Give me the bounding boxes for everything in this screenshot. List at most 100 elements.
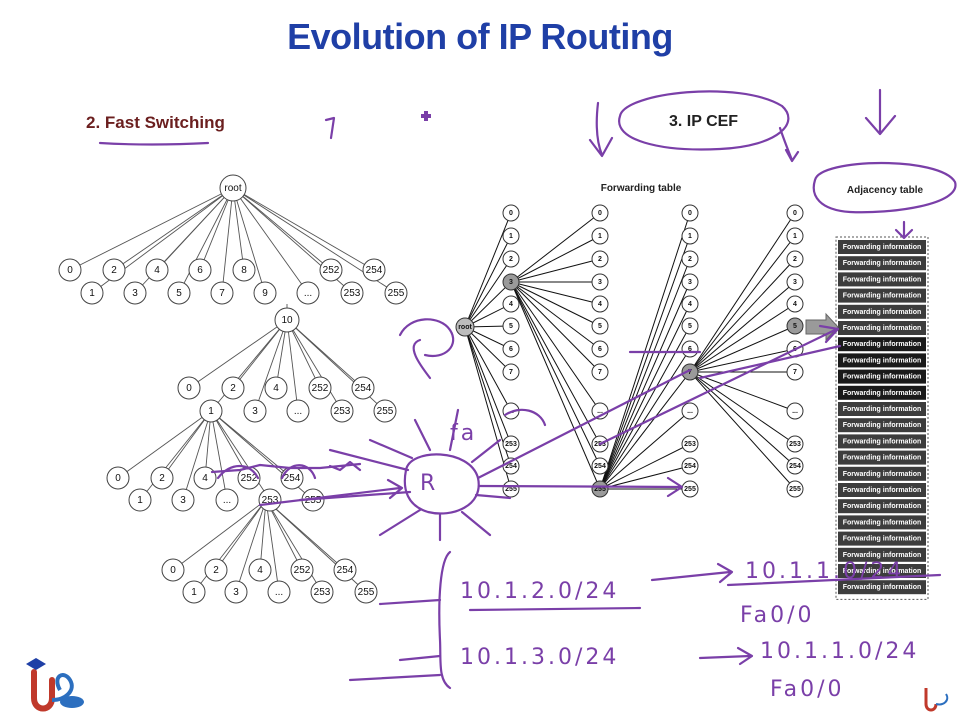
tree-node-l4-0: 0 — [161, 558, 185, 582]
handwritten-annotations: Rfa10.1.2.0/2410.1.1.0/24Fa0/010.1.3.0/2… — [26, 88, 957, 712]
tree-node-l4-252: 252 — [290, 558, 314, 582]
svg-text:2: 2 — [213, 565, 219, 576]
svg-text:Forwarding information: Forwarding information — [843, 244, 922, 251]
arrow-router-to-col3 — [476, 368, 692, 480]
tree-edge — [210, 410, 228, 501]
tree-edge — [599, 371, 691, 490]
svg-text:1: 1 — [793, 233, 797, 240]
ink-left-strokes — [348, 598, 442, 682]
tree-node-l3-0: 0 — [106, 466, 130, 490]
adjacency-row: Forwarding information — [838, 337, 926, 352]
tree-edge — [510, 258, 601, 283]
svg-text:7: 7 — [688, 369, 692, 376]
tree-node-l4-254: 254 — [333, 558, 357, 582]
svg-text:Forwarding information: Forwarding information — [843, 260, 922, 267]
svg-text:253: 253 — [334, 406, 351, 417]
plus-mark — [421, 111, 431, 121]
tree-edge — [689, 212, 796, 373]
mtrie-node-c2-255: 255 — [591, 480, 609, 498]
svg-text:Forwarding information: Forwarding information — [843, 487, 922, 494]
svg-text:255: 255 — [388, 288, 405, 299]
mtrie-node-c3-4: 4 — [681, 295, 699, 313]
tree-node-l4-1: 1 — [182, 580, 206, 604]
tree-edge — [510, 281, 601, 490]
tree-edge — [232, 187, 266, 294]
svg-text:254: 254 — [684, 463, 696, 470]
adjacency-row: Forwarding information — [838, 385, 926, 400]
svg-text:252: 252 — [241, 473, 258, 484]
tree-edge — [510, 281, 601, 412]
tree-edge — [286, 319, 321, 389]
adjacency-row: Forwarding information — [838, 450, 926, 465]
handwritten-nexthop-2: 10.1.1.0/24 — [760, 639, 919, 664]
tree-edge — [689, 348, 796, 373]
tree-edge — [464, 326, 512, 373]
svg-text:5: 5 — [509, 323, 513, 330]
mtrie-node-c4-253: 253 — [786, 435, 804, 453]
svg-text:...: ... — [792, 408, 798, 415]
tree-edge — [265, 499, 280, 593]
svg-text:254: 254 — [594, 463, 606, 470]
adjacency-row: Forwarding information — [838, 369, 926, 384]
svg-text:Forwarding information: Forwarding information — [843, 325, 922, 332]
svg-text:1: 1 — [688, 233, 692, 240]
adjacency-row: Forwarding information — [838, 240, 926, 254]
tree-edge — [464, 326, 512, 445]
mtrie-node-c2-5: 5 — [591, 317, 609, 335]
mtrie-node-c3-0: 0 — [681, 204, 699, 222]
tree-node-root: root — [219, 174, 247, 202]
svg-text:1: 1 — [598, 233, 602, 240]
adjacency-table-heading: Adjacency table — [847, 185, 924, 196]
svg-text:Forwarding information: Forwarding information — [843, 471, 922, 478]
ink-scribble-arc — [503, 408, 547, 427]
router-spokes — [298, 408, 512, 542]
svg-text:Forwarding information: Forwarding information — [843, 503, 922, 510]
tree-edge — [259, 499, 267, 571]
svg-text:2: 2 — [230, 383, 236, 394]
svg-text:4: 4 — [154, 265, 160, 276]
svg-text:1: 1 — [509, 233, 513, 240]
slide-title: Evolution of IP Routing — [287, 16, 673, 57]
svg-text:3: 3 — [793, 279, 797, 286]
handwritten-intf-1: Fa0/0 — [740, 603, 815, 628]
tree-node-l2-ellipsis: ... — [286, 399, 310, 423]
tree-edge — [139, 410, 212, 501]
tree-edge — [464, 212, 512, 328]
svg-text:Forwarding information: Forwarding information — [843, 536, 922, 543]
svg-text:Forwarding information: Forwarding information — [843, 293, 922, 300]
mtrie-node-c3-5: 5 — [681, 317, 699, 335]
tree-node-l1-9: 9 — [253, 281, 277, 305]
tree-node-l3-253: 253 — [258, 488, 282, 512]
svg-text:3: 3 — [688, 279, 692, 286]
mtrie-node-c4-5: 5 — [786, 317, 804, 335]
mtrie-node-c2-3: 3 — [591, 273, 609, 291]
svg-text:10: 10 — [281, 315, 293, 326]
svg-text:253: 253 — [505, 441, 517, 448]
tree-edge — [199, 187, 234, 271]
arrow-prefix1 — [650, 562, 734, 584]
svg-text:Forwarding information: Forwarding information — [843, 309, 922, 316]
tree-node-l1-3: 3 — [123, 281, 147, 305]
tree-node-l1-0: 0 — [58, 258, 82, 282]
adjacency-row: Forwarding information — [838, 466, 926, 481]
adjacency-row: Forwarding information — [838, 515, 926, 530]
tree-node-l1-7: 7 — [210, 281, 234, 305]
svg-text:Forwarding information: Forwarding information — [843, 455, 922, 462]
svg-text:7: 7 — [793, 369, 797, 376]
mtrie-node-c2-2: 2 — [591, 250, 609, 268]
svg-text:254: 254 — [505, 463, 517, 470]
tree-node-l1-252: 252 — [319, 258, 343, 282]
mtrie-node-c1-2: 2 — [502, 250, 520, 268]
adjacency-row: Forwarding information — [838, 288, 926, 303]
svg-text:Forwarding information: Forwarding information — [843, 276, 922, 283]
mtrie-node-c1-4: 4 — [502, 295, 520, 313]
svg-text:253: 253 — [684, 441, 696, 448]
svg-text:4: 4 — [509, 301, 513, 308]
mtrie-node-c4-1: 1 — [786, 227, 804, 245]
tree-edge — [188, 319, 288, 389]
tree-node-l1-2: 2 — [102, 258, 126, 282]
svg-text:4: 4 — [273, 383, 279, 394]
tree-edge — [510, 281, 601, 445]
svg-text:Forwarding information: Forwarding information — [843, 584, 922, 591]
